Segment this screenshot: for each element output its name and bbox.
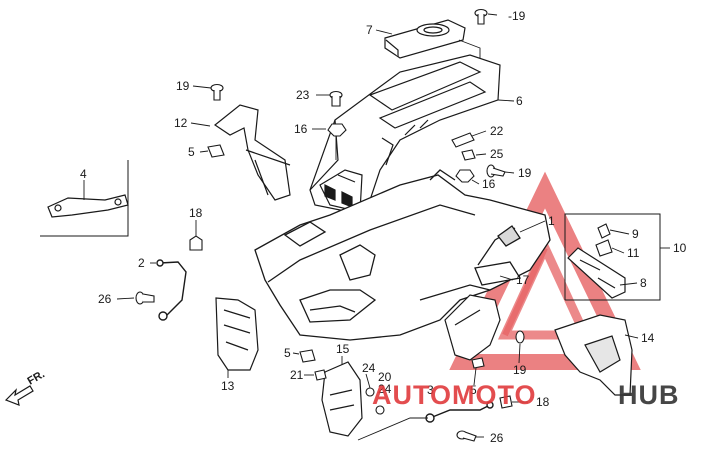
callout-16-upper: 16: [294, 122, 308, 136]
part-inner-fender: [444, 294, 501, 361]
nut-5-center: [471, 357, 485, 369]
watermark-text-right: HUB: [618, 380, 680, 410]
grommet-16-lower: [455, 169, 475, 183]
callout-5-lower: 5: [284, 346, 291, 360]
bolt-18-left: [189, 235, 203, 251]
callout-3: 3: [427, 383, 434, 397]
front-direction-arrow: FR.: [4, 368, 47, 406]
part-12-bracket: [213, 104, 291, 201]
callout-15: 15: [336, 342, 350, 356]
callout-6: 6: [516, 94, 523, 108]
callout-25: 25: [490, 147, 504, 161]
watermark-wordmark: AUTOMOTO HUB: [372, 380, 680, 410]
front-direction-label: FR.: [26, 368, 47, 387]
callout-5-center: 5: [470, 383, 477, 397]
callout-7: 7: [366, 23, 373, 37]
clip-21: [314, 369, 327, 381]
callout-5-upper: 5: [188, 145, 195, 159]
callout-14: 14: [641, 331, 655, 345]
nut-5-upper: [207, 144, 225, 158]
callout-11: 11: [627, 246, 640, 260]
part-1-main-cover: [254, 169, 551, 341]
callout-2: 2: [138, 256, 145, 270]
nut-5-lower: [299, 349, 316, 363]
callout-labels: 7 -19 19 23 6 12 16 22 5 25 19 16 4 1 9 …: [80, 9, 687, 445]
callout-18-lower: 18: [536, 395, 550, 409]
bolt-23: [329, 90, 343, 107]
screw-19-left: [210, 83, 224, 101]
callout-16-lower: 16: [482, 177, 496, 191]
part-13-side-panel: [215, 297, 259, 371]
callout-19-top: -19: [508, 9, 526, 23]
callout-10: 10: [673, 241, 687, 255]
bolt-24-lower: [375, 405, 385, 415]
part-8-bracket: [567, 247, 626, 299]
callout-24-lower: 24: [378, 382, 392, 396]
callout-22: 22: [490, 124, 504, 138]
clip-9: [597, 223, 611, 239]
bolt-18-lower: [499, 395, 513, 409]
part-7-top-cover: [384, 19, 466, 59]
bolt-26-left: [135, 291, 155, 305]
callout-18-left: 18: [189, 206, 203, 220]
callout-1: 1: [548, 214, 555, 228]
watermark-text-left: AUTOMOTO: [372, 380, 537, 410]
clip-22: [451, 132, 475, 148]
grommet-16-upper: [327, 123, 347, 137]
callout-12: 12: [174, 116, 188, 130]
callout-9: 9: [632, 227, 639, 241]
part-3-rod: [425, 401, 494, 423]
callout-26-lower: 26: [490, 431, 504, 445]
callout-13: 13: [221, 379, 235, 393]
bolt-26-lower: [456, 430, 477, 442]
callout-4: 4: [80, 167, 87, 181]
callout-21: 21: [290, 368, 304, 382]
screw-19-lower: [515, 330, 525, 344]
callout-19-right: 19: [518, 166, 532, 180]
leader-lines: [83, 13, 670, 441]
callout-19-lower: 19: [513, 363, 527, 377]
part-10-inset-frame: [564, 213, 661, 301]
part-4-stay: [47, 194, 129, 218]
part-6-center-console: [309, 54, 501, 216]
clip-11: [595, 239, 613, 257]
part-14-front-cover: [554, 314, 633, 396]
callout-17: 17: [516, 273, 530, 287]
part-4-inset-frame: [40, 160, 129, 237]
callout-20: 20: [378, 370, 392, 384]
callout-23: 23: [296, 88, 310, 102]
nut-25: [461, 149, 476, 161]
callout-24-upper: 24: [362, 361, 376, 375]
part-15-cover: [321, 361, 363, 437]
callout-8: 8: [640, 276, 647, 290]
callout-19-left: 19: [176, 79, 190, 93]
screw-19-right: [486, 164, 506, 178]
callout-26-left: 26: [98, 292, 112, 306]
part-2-rod: [156, 259, 187, 321]
bolt-19-top: [474, 8, 488, 25]
